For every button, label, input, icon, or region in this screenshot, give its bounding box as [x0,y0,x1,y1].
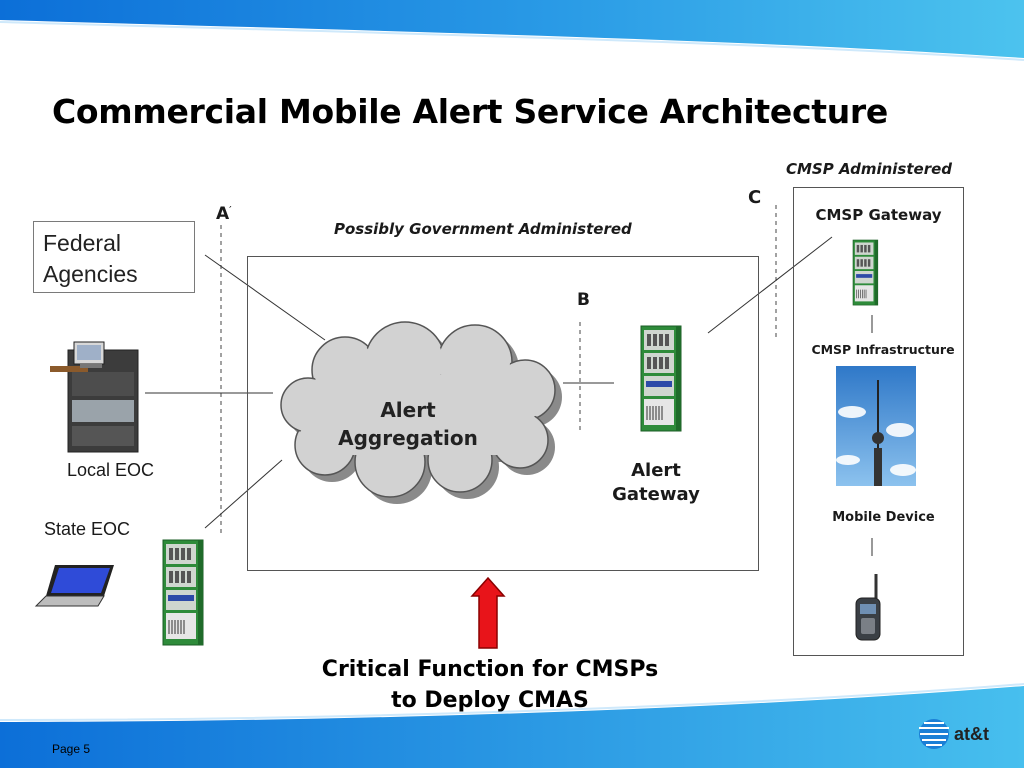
government-administered-box [247,256,759,571]
alert-aggregation-cloud [280,321,562,504]
page-number: Page 5 [52,742,91,756]
state-eoc-server-icon [162,539,204,646]
critical-function-label: Critical Function for CMSPs to Deploy CM… [321,657,659,713]
up-arrow-icon [470,576,506,649]
federal-label-line2: Agencies [43,261,138,287]
point-a-label: A′ [216,204,232,224]
tv-tower-photo [836,366,916,486]
slide-title: Commercial Mobile Alert Service Architec… [52,92,888,131]
alert-gateway-label: Alert Gateway [612,460,700,505]
cloud-label: Alert Aggregation [338,398,478,450]
att-globe-icon [919,719,949,749]
point-c-label: C [748,187,762,208]
state-eoc-label: State EOC [44,519,131,539]
point-b-label: B [577,290,590,310]
laptop-icon [34,565,114,607]
cmsp-gateway-label: CMSP Gateway [815,206,942,224]
att-logo-text: at&t [954,724,989,744]
cmsp-infrastructure-label: CMSP Infrastructure [811,342,955,357]
mobile-device-label: Mobile Device [832,510,935,525]
footer-band [0,686,1024,768]
federal-agencies-box: Federal Agencies [33,221,195,293]
gov-administered-label: Possibly Government Administered [334,220,632,238]
cmsp-administered-box [793,187,964,656]
cmsp-administered-label: CMSP Administered [786,160,953,178]
header-band [0,0,1024,58]
mobile-phone-icon [855,574,881,641]
local-eoc-label: Local EOC [67,460,155,480]
local-eoc-rack-icon [50,341,139,453]
federal-label-line1: Federal [43,230,121,256]
